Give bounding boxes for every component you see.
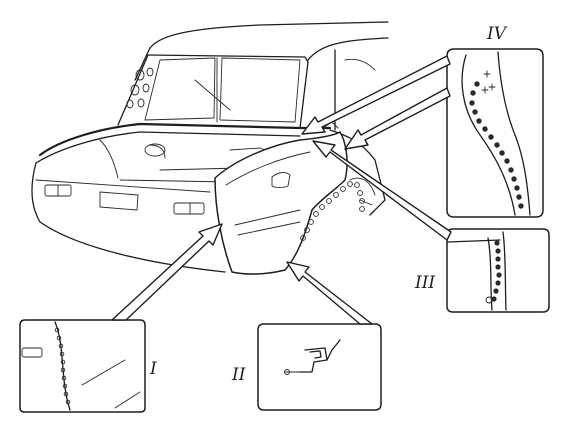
- box-i-seal-beads: [54, 327, 71, 405]
- callout-label-iv: IV: [486, 24, 508, 44]
- detail-box-i: I: [19, 319, 157, 413]
- leader-arrow-iv-secondary: [344, 87, 451, 150]
- leader-arrow-ii: [286, 261, 373, 325]
- leader-arrow-iii: [312, 140, 452, 241]
- detail-box-ii: II: [231, 323, 382, 411]
- box-iii-seal-beads: [485, 240, 502, 304]
- car-body: [31, 21, 389, 273]
- callout-label-i: I: [149, 359, 157, 379]
- callout-label-ii: II: [231, 365, 246, 385]
- leader-arrow-i: [111, 223, 223, 321]
- box-iv-plus-marks: [481, 70, 496, 94]
- box-iv-seal-beads: [469, 81, 524, 209]
- trunk-lid: [214, 121, 365, 275]
- lid-seal-beads: [300, 181, 365, 241]
- callout-label-iii: III: [414, 273, 435, 293]
- pillar-vent-holes: [126, 67, 154, 109]
- detail-box-iv: IV: [446, 24, 544, 218]
- leader-arrow-iv: [301, 55, 451, 135]
- detail-box-iii: III: [414, 228, 550, 313]
- license-plate-recess: [99, 191, 139, 211]
- right-tail-light: [173, 202, 205, 215]
- trunk-lock-recess: [271, 172, 291, 188]
